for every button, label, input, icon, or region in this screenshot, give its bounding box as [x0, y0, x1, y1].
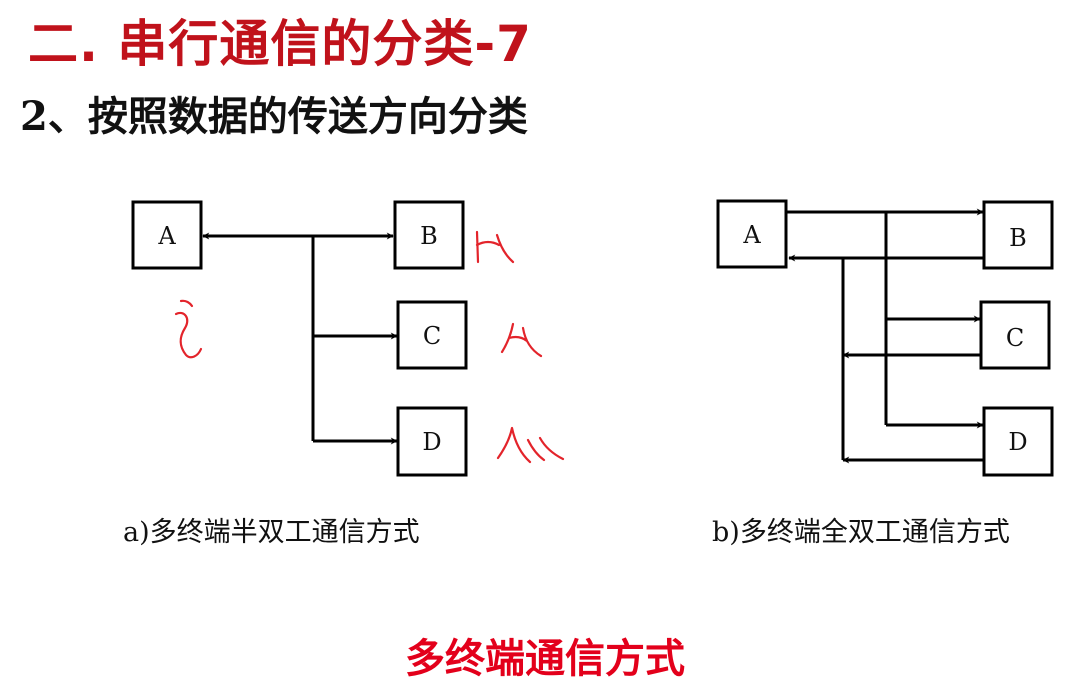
a-node-d-label: D — [422, 428, 441, 456]
handwritten-annotations — [174, 230, 565, 464]
b-node-a-label: A — [742, 221, 761, 249]
b-node-d: D — [982, 406, 1054, 477]
diagram-b-full-duplex: A B C D b)多终端全双工通信方式 — [712, 199, 1054, 548]
a-node-d: D — [396, 406, 468, 477]
slide-subtitle: 2、按照数据的传送方向分类 — [20, 93, 528, 140]
b-node-b-label: B — [1009, 224, 1027, 252]
footer-label: 多终端通信方式 — [405, 636, 685, 682]
diagram-b-wires — [787, 208, 984, 464]
b-node-d-label: D — [1008, 428, 1027, 456]
b-node-c: C — [979, 300, 1051, 370]
slide-title: 二. 串行通信的分类-7 — [28, 15, 532, 73]
b-node-b: B — [982, 200, 1054, 270]
a-node-c: C — [396, 300, 468, 370]
a-node-b-label: B — [420, 222, 438, 250]
pen-mark-near-d — [496, 426, 565, 464]
a-node-a-label: A — [157, 222, 176, 250]
pen-mark-near-a-top — [179, 299, 194, 308]
b-node-c-label: C — [1006, 324, 1024, 352]
a-node-c-label: C — [423, 322, 441, 350]
a-node-b: B — [393, 200, 465, 270]
pen-mark-near-c — [500, 322, 543, 358]
diagram-a-wires — [202, 232, 398, 445]
diagram-a-half-duplex: A B C D a)多终端半双工通信方式 — [123, 200, 468, 548]
pen-mark-near-a — [174, 311, 203, 359]
b-node-a: A — [716, 199, 788, 269]
pen-mark-near-b — [475, 230, 515, 264]
diagram-b-caption: b)多终端全双工通信方式 — [712, 517, 1010, 548]
a-node-a: A — [131, 200, 203, 270]
diagram-a-caption: a)多终端半双工通信方式 — [123, 517, 420, 548]
